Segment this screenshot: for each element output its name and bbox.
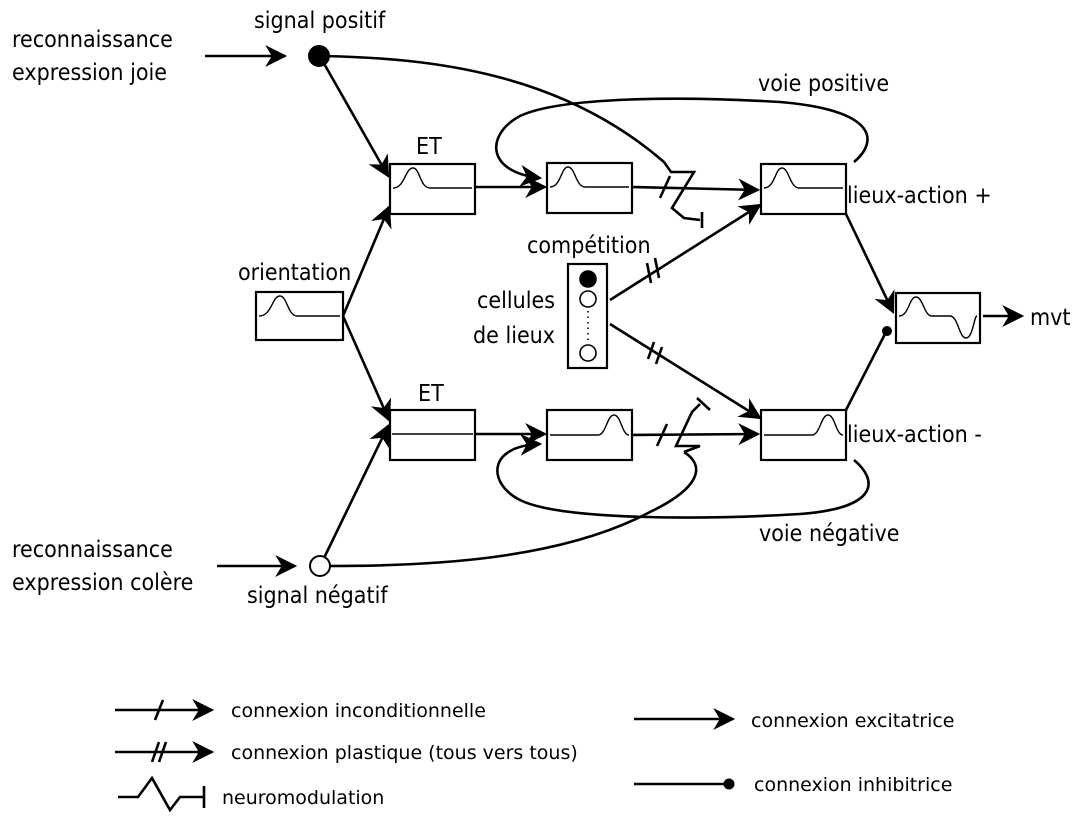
legend-plastic-tick-1 — [150, 741, 161, 763]
legend-excitatory-text: connexion excitatrice — [751, 710, 955, 732]
mid-top-bump — [549, 166, 629, 188]
signal-positive-label: signal positif — [254, 8, 386, 34]
place-cell-2 — [579, 290, 597, 308]
plastic-tick-top-1 — [645, 262, 653, 284]
mid-bottom-bump — [550, 414, 630, 436]
et-top-bump — [392, 167, 472, 189]
signal-positive-to-et-top — [320, 59, 390, 178]
mid-bottom-unconditional-tick — [655, 423, 669, 447]
positive-path-loop — [495, 97, 869, 187]
place-action-pos-label: lieux-action + — [847, 183, 992, 209]
signal-negative-to-neuromodulation — [329, 450, 698, 568]
neuromodulation-bar-bottom — [696, 397, 711, 411]
place-cells-label-1: cellules — [477, 288, 555, 314]
neuromodulation-zigzag-bottom — [673, 403, 701, 454]
place-cell-active — [579, 270, 597, 288]
place-cells-label-2: de lieux — [473, 323, 555, 349]
neuromodulation-zigzag-top — [662, 161, 701, 222]
et-bottom-label: ET — [418, 381, 444, 407]
plastic-tick-bottom-1 — [646, 341, 656, 360]
competition-label: compétition — [527, 233, 651, 259]
legend-plastic-tick-2 — [157, 741, 168, 763]
negative-path-loop — [496, 433, 870, 519]
place-action-neg-bump — [764, 414, 844, 436]
legend-unconditional-tick — [153, 699, 165, 721]
mid-bottom-to-place-action-neg — [631, 423, 761, 446]
inhibitory-dot-output — [882, 326, 892, 336]
place-action-pos-bump — [763, 167, 843, 189]
orientation-to-et-top — [341, 204, 392, 317]
output-waveform — [898, 296, 978, 339]
signal-negative-label: signal négatif — [247, 583, 388, 609]
et-top-label: ET — [416, 134, 442, 160]
input-anger-label-2: expression colère — [12, 570, 193, 596]
signal-positive-node — [308, 45, 330, 67]
path-negative-label: voie négative — [759, 521, 899, 547]
input-joy-label-2: expression joie — [12, 60, 167, 86]
input-anger-label-1: reconnaissance — [12, 537, 173, 563]
legend-inhibitory-dot — [723, 778, 735, 790]
place-action-pos-to-output — [844, 213, 895, 314]
plastic-tick-top-2 — [653, 257, 661, 279]
mid-top-to-place-action-pos — [631, 178, 761, 201]
legend-unconditional-text: connexion inconditionnelle — [231, 700, 486, 722]
signal-negative-node — [309, 555, 331, 577]
legend-plastic-text: connexion plastique (tous vers tous) — [231, 742, 578, 764]
place-cell-n — [579, 344, 597, 362]
place-action-pos-box — [759, 162, 848, 216]
legend-neuromodulation-symbol — [118, 775, 203, 813]
signal-positive-to-neuromodulation — [321, 54, 665, 163]
input-joy-label-1: reconnaissance — [12, 27, 173, 53]
path-positive-label: voie positive — [758, 71, 889, 97]
output-box — [894, 291, 982, 345]
orientation-label: orientation — [238, 260, 351, 286]
legend-neuromodulation-text: neuromodulation — [222, 787, 384, 809]
place-action-neg-label: lieux-action - — [847, 422, 982, 448]
signal-negative-to-et-bottom — [322, 424, 390, 559]
orientation-to-et-bottom — [341, 315, 392, 423]
et-top-box — [388, 162, 477, 216]
place-cells-to-place-action-pos — [609, 203, 762, 302]
et-bottom-box — [388, 408, 477, 462]
legend-inhibitory-text: connexion inhibitrice — [754, 774, 952, 796]
plastic-tick-bottom-2 — [654, 346, 664, 365]
mid-top-box — [545, 161, 634, 215]
orientation-bump — [258, 295, 340, 317]
place-cells-to-place-action-neg — [609, 322, 762, 420]
mid-top-unconditional-tick — [658, 175, 672, 199]
output-label: mvt — [1030, 305, 1071, 331]
place-action-neg-to-output — [844, 331, 888, 411]
